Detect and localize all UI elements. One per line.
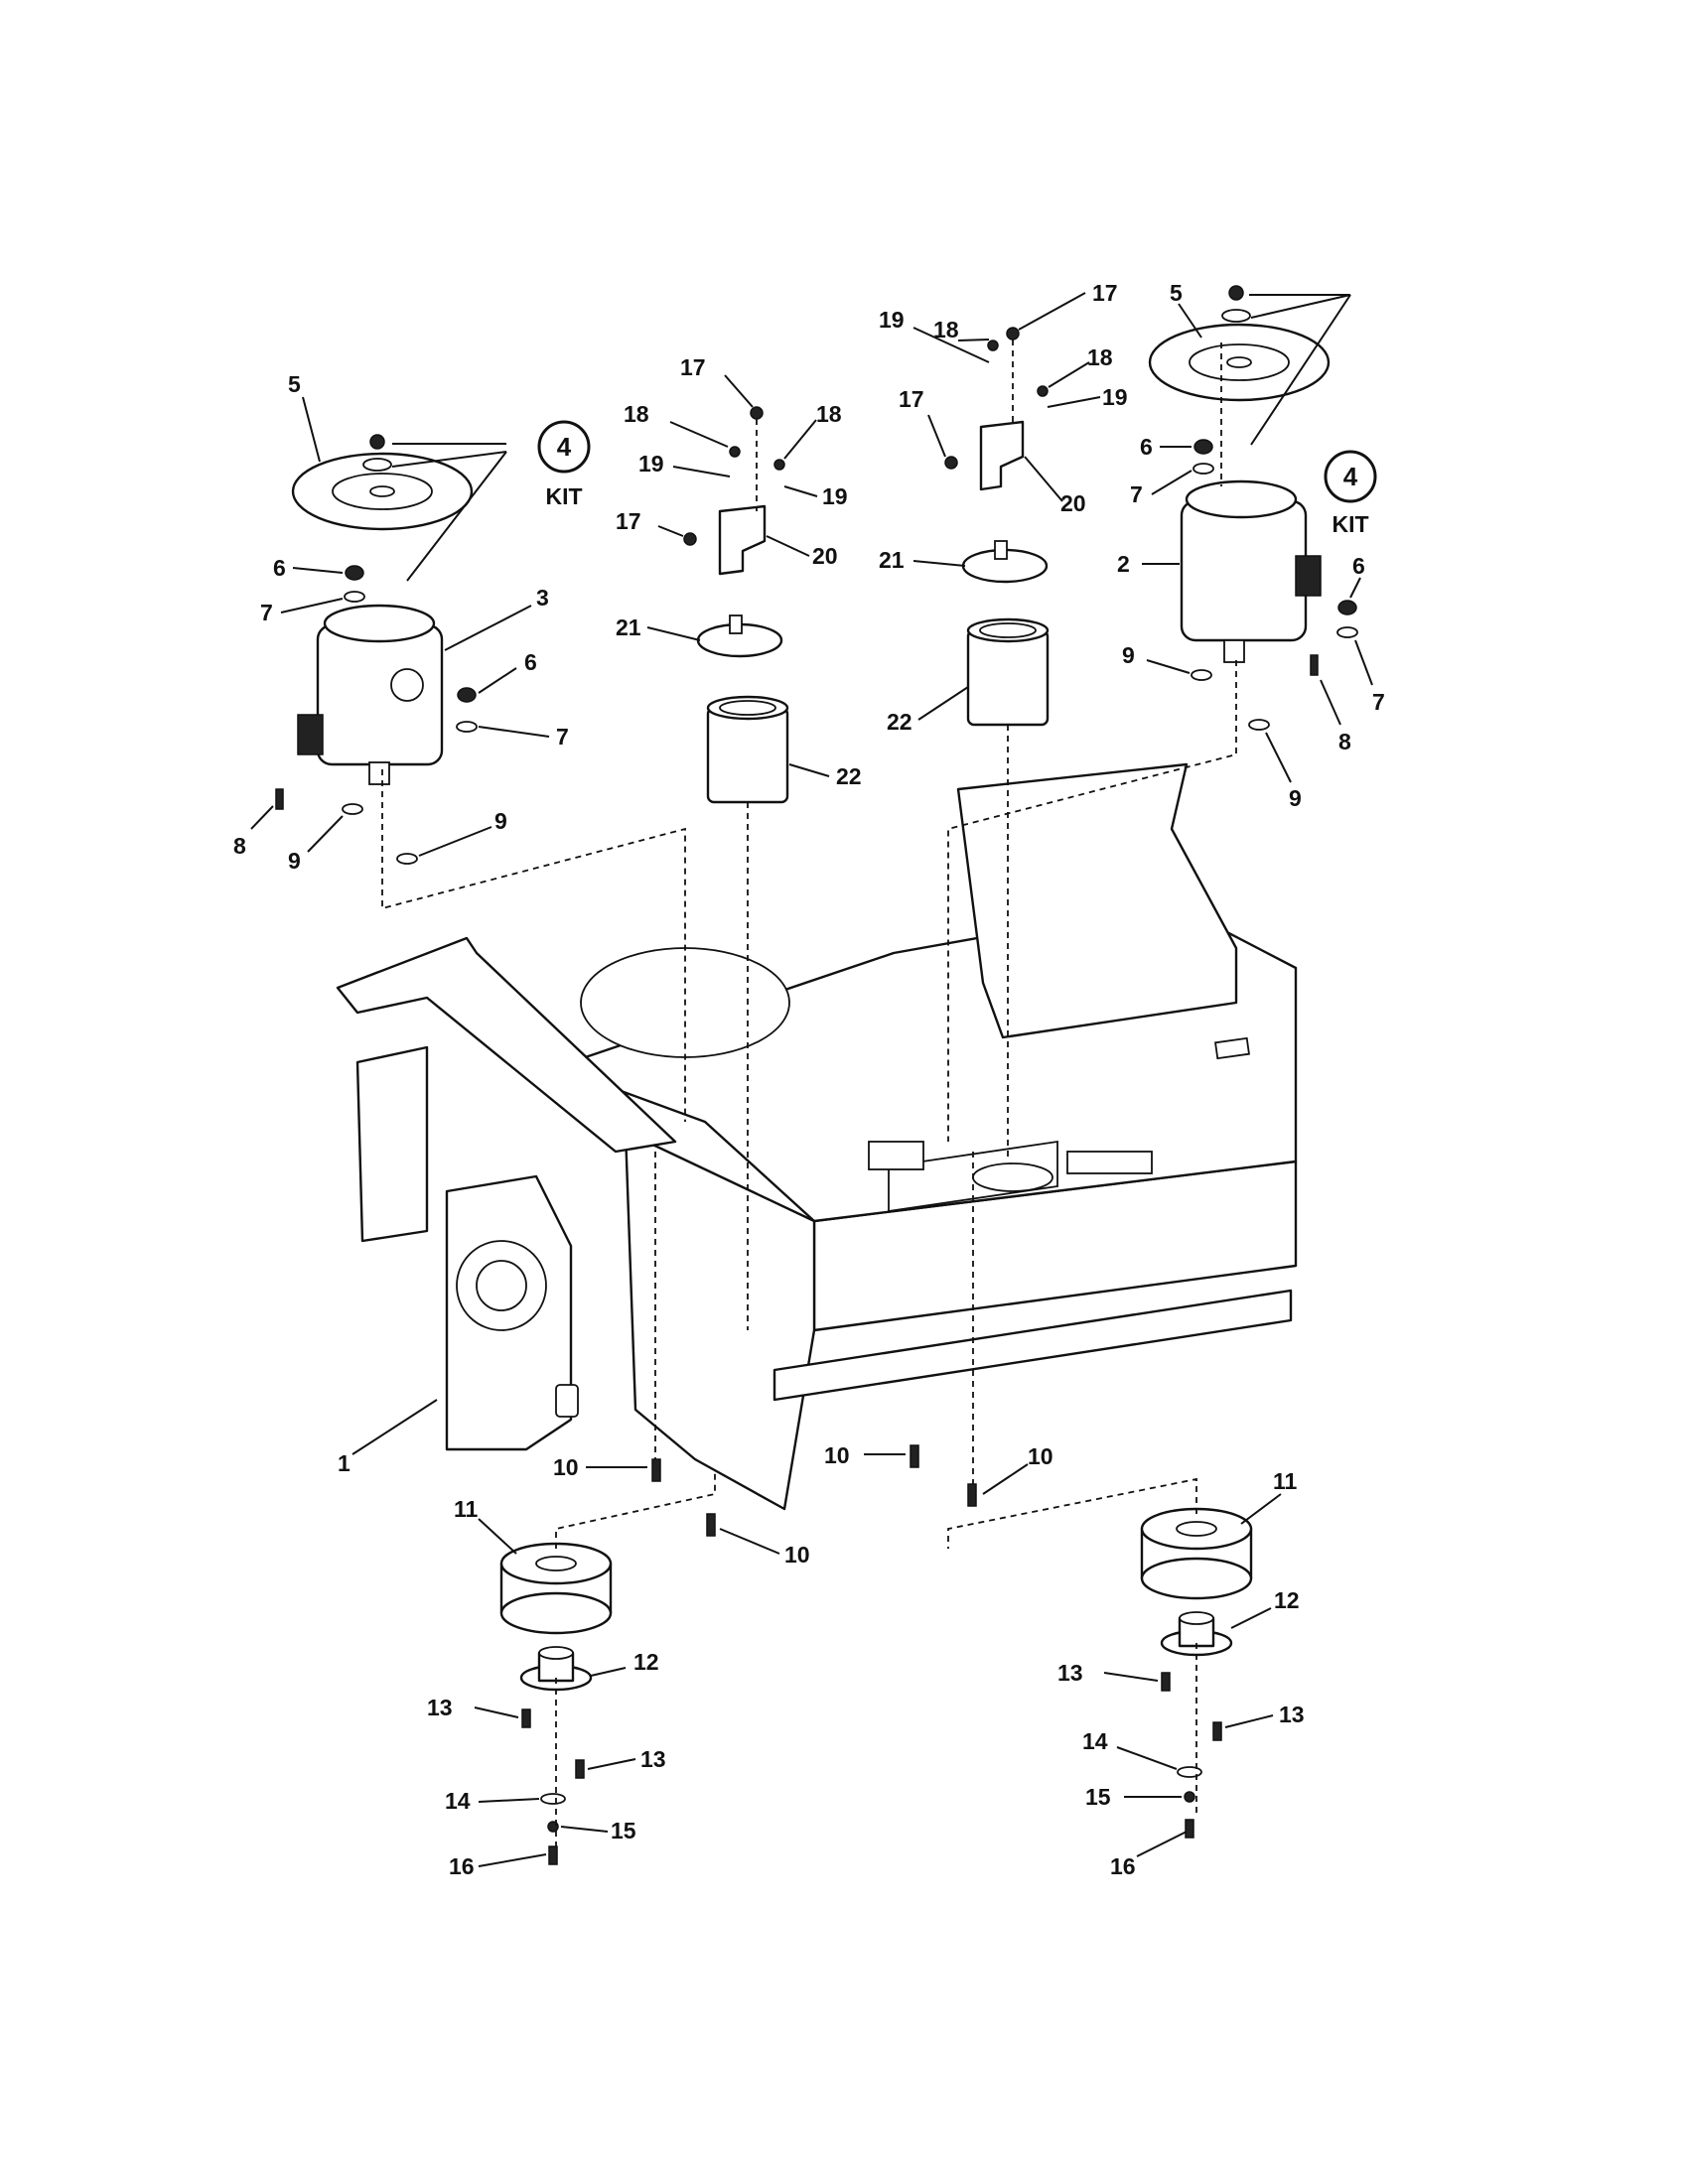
callout-7d: 7 xyxy=(1372,689,1385,715)
callout-8a: 8 xyxy=(233,833,246,859)
callout-13a: 13 xyxy=(427,1695,453,1720)
kit-bracket-left xyxy=(391,443,507,582)
callout-6b: 6 xyxy=(524,649,537,675)
callout-2: 2 xyxy=(1117,551,1130,577)
callout-9d: 9 xyxy=(1289,785,1302,811)
callout-10d: 10 xyxy=(1028,1443,1053,1469)
left-filter-bracket xyxy=(718,504,767,576)
callout-14b: 14 xyxy=(1082,1728,1108,1754)
callout-6a: 6 xyxy=(273,555,286,581)
callout-5-left: 5 xyxy=(288,371,301,397)
callout-17c: 17 xyxy=(1092,280,1118,306)
callout-13c: 13 xyxy=(1057,1660,1083,1686)
svg-text:4: 4 xyxy=(557,432,572,462)
right-hydrostatic-transaxle xyxy=(1180,479,1322,663)
callout-6d: 6 xyxy=(1352,553,1365,579)
callout-19b: 19 xyxy=(822,483,848,509)
callout-19a: 19 xyxy=(638,451,664,477)
callout-17b: 17 xyxy=(616,508,641,534)
left-cooling-fan xyxy=(291,452,474,531)
callout-20b: 20 xyxy=(1060,490,1086,516)
callout-13d: 13 xyxy=(1279,1702,1305,1727)
left-pulley-hub xyxy=(519,1646,593,1692)
callout-18b: 18 xyxy=(816,401,842,427)
callout-7a: 7 xyxy=(260,600,273,625)
callout-9c: 9 xyxy=(1122,642,1135,668)
callout-17a: 17 xyxy=(680,354,706,380)
kit-callout-left: 4 KIT xyxy=(537,420,591,509)
callout-9a: 9 xyxy=(288,848,301,874)
chassis-frame xyxy=(336,762,1298,1511)
right-oil-filter xyxy=(966,617,1050,727)
callout-18a: 18 xyxy=(624,401,649,427)
callout-10c: 10 xyxy=(824,1442,850,1468)
right-filter-bracket xyxy=(979,420,1025,491)
callout-15a: 15 xyxy=(611,1818,636,1843)
callout-12a: 12 xyxy=(633,1649,659,1675)
callout-12b: 12 xyxy=(1274,1587,1300,1613)
callout-22b: 22 xyxy=(887,709,912,735)
callout-6c: 6 xyxy=(1140,434,1153,460)
right-filter-base xyxy=(961,540,1049,584)
svg-text:KIT: KIT xyxy=(545,483,582,509)
left-oil-filter xyxy=(706,695,789,804)
left-hydrostatic-transaxle xyxy=(297,604,444,785)
hub-fasteners xyxy=(521,1672,1222,1865)
callout-11a: 11 xyxy=(454,1496,479,1522)
callout-5-right: 5 xyxy=(1170,280,1183,306)
callout-7c: 7 xyxy=(1130,481,1143,507)
callout-22a: 22 xyxy=(836,763,862,789)
callout-15b: 15 xyxy=(1085,1784,1111,1810)
left-pulley xyxy=(499,1542,613,1635)
callout-7b: 7 xyxy=(556,724,569,750)
svg-text:4: 4 xyxy=(1343,462,1358,491)
callout-14a: 14 xyxy=(445,1788,471,1814)
callout-18d: 18 xyxy=(1087,344,1113,370)
callout-21b: 21 xyxy=(879,547,905,573)
callout-19d: 19 xyxy=(1102,384,1128,410)
callout-1: 1 xyxy=(338,1450,351,1476)
hardware-group xyxy=(275,285,1358,1537)
assembly-lines xyxy=(381,340,1237,1846)
callout-13b: 13 xyxy=(640,1746,666,1772)
kit-bracket-right xyxy=(1249,294,1351,446)
callout-8b: 8 xyxy=(1338,729,1351,754)
callout-10a: 10 xyxy=(553,1454,579,1480)
left-filter-base xyxy=(696,614,783,658)
callout-labels: 1 2 3 5 5 6 6 6 6 7 7 7 7 8 8 xyxy=(233,280,1385,1879)
callout-16a: 16 xyxy=(449,1853,475,1879)
right-pulley xyxy=(1140,1507,1253,1600)
callout-10b: 10 xyxy=(784,1542,810,1568)
callout-21a: 21 xyxy=(616,614,641,640)
kit-callout-right: 4 KIT xyxy=(1324,450,1377,537)
callout-19c: 19 xyxy=(879,307,905,333)
engine-drive-housing xyxy=(445,1174,579,1451)
svg-text:KIT: KIT xyxy=(1332,511,1368,537)
callout-16b: 16 xyxy=(1110,1853,1136,1879)
callout-17d: 17 xyxy=(899,386,924,412)
callout-3: 3 xyxy=(536,585,549,611)
right-cooling-fan xyxy=(1148,323,1331,402)
callout-11b: 11 xyxy=(1273,1468,1298,1494)
callout-20a: 20 xyxy=(812,543,838,569)
callout-9b: 9 xyxy=(494,808,507,834)
